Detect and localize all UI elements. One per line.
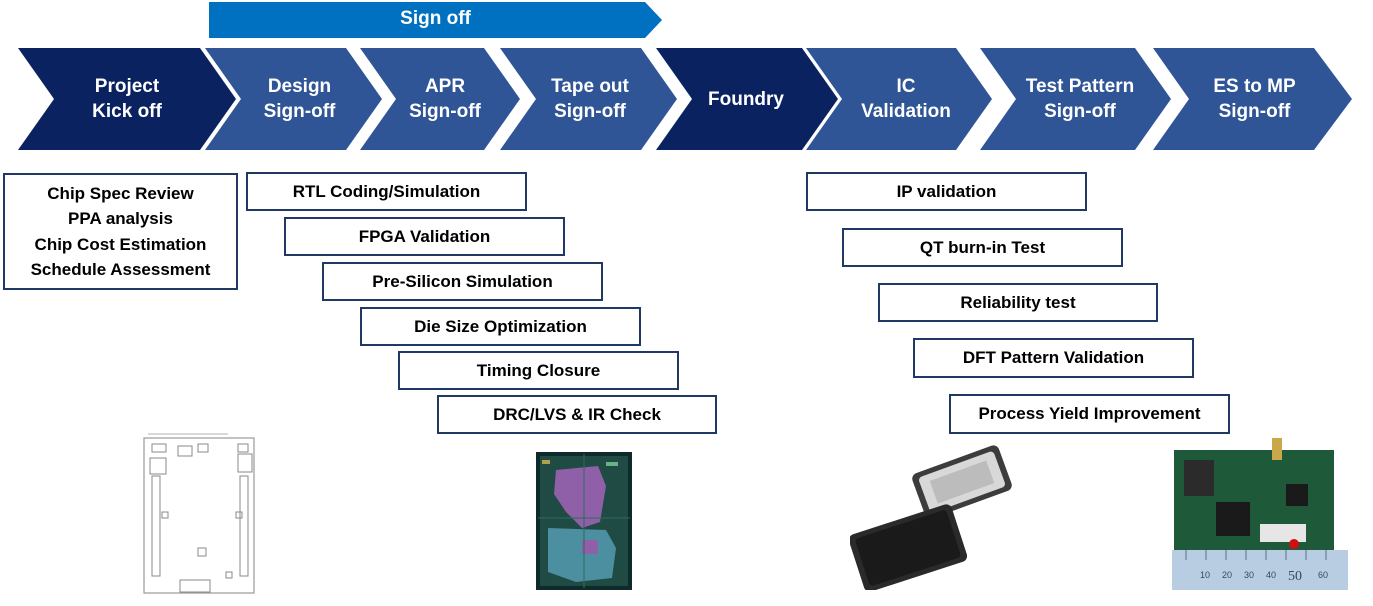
ruler-label: 60: [1318, 570, 1328, 580]
planning-box: Chip Spec Review PPA analysis Chip Cost …: [3, 173, 238, 290]
stage-label-line2: Sign-off: [554, 101, 626, 122]
design-task-box: RTL Coding/Simulation: [246, 172, 527, 211]
stage-label-line1: Foundry: [708, 88, 784, 110]
signoff-banner-arrow: [209, 2, 662, 38]
stage-label-line1: APR: [424, 76, 466, 97]
ruler-label: 40: [1266, 570, 1276, 580]
chip-floorplan-image: [143, 433, 255, 594]
validation-task-box: DFT Pattern Validation: [913, 338, 1194, 378]
stage-chevron-tapeout: [500, 48, 677, 150]
stage-label-line2: Sign-off: [1218, 101, 1291, 122]
stage-label-line1: Design: [267, 76, 332, 97]
stage-chevron-foundry: [656, 48, 838, 150]
stage-label-line2: Kick off: [92, 101, 162, 122]
signoff-banner-label: Sign off: [400, 8, 471, 29]
design-task-box: Pre-Silicon Simulation: [322, 262, 603, 301]
stage-label-tapeout: Tape out Sign-off: [524, 48, 656, 150]
planning-item: Schedule Assessment: [30, 260, 211, 279]
design-task-box: Timing Closure: [398, 351, 679, 390]
stage-chevron-test-pattern: [980, 48, 1171, 150]
ruler-label: 30: [1244, 570, 1254, 580]
stage-label-apr: APR Sign-off: [389, 48, 501, 150]
validation-task-box: Process Yield Improvement: [949, 394, 1230, 434]
ic-package-image: [850, 445, 1012, 590]
stage-label-es-to-mp: ES to MP Sign-off: [1182, 48, 1327, 150]
stage-label-design: Design Sign-off: [233, 48, 366, 150]
stage-label-foundry: Foundry: [686, 48, 806, 150]
ruler-label: 50: [1288, 569, 1302, 584]
stage-label-line2: Sign-off: [1044, 101, 1116, 122]
validation-task-box: QT burn-in Test: [842, 228, 1123, 267]
stage-label-project: Project Kick off: [54, 48, 200, 150]
stage-label-line1: Project: [94, 76, 160, 97]
stage-label-ic-validation: IC Validation: [840, 48, 972, 150]
stage-label-line1: ES to MP: [1213, 76, 1296, 97]
planning-item: Chip Cost Estimation: [34, 234, 207, 254]
design-task-box: Die Size Optimization: [360, 307, 641, 346]
stage-chevron-project: [18, 48, 236, 150]
pcb-board-image: 10 20 30 40 50 60: [1172, 438, 1348, 590]
stage-chevron-es-to-mp: [1153, 48, 1352, 150]
chip-layout-image: [536, 452, 632, 590]
stage-label-line2: Sign-off: [263, 101, 336, 122]
stage-chevron-design: [205, 48, 382, 150]
stage-label-line1: IC: [896, 76, 916, 97]
validation-task-box: Reliability test: [878, 283, 1158, 322]
design-task-box: FPGA Validation: [284, 217, 565, 256]
design-task-box: DRC/LVS & IR Check: [437, 395, 717, 434]
stage-chevron-ic-validation: [806, 48, 992, 150]
stage-label-line2: Validation: [861, 101, 951, 122]
planning-item: PPA analysis: [68, 209, 173, 228]
stage-label-line1: Test Pattern: [1025, 76, 1135, 97]
stage-chevron-apr: [360, 48, 520, 150]
stage-label-line2: Sign-off: [409, 101, 481, 122]
planning-item: Chip Spec Review: [47, 183, 194, 203]
ruler-label: 20: [1222, 570, 1232, 580]
stage-label-line1: Tape out: [551, 76, 629, 97]
stage-label-test-pattern: Test Pattern Sign-off: [1004, 48, 1156, 150]
validation-task-box: IP validation: [806, 172, 1087, 211]
ruler-label: 10: [1200, 570, 1210, 580]
